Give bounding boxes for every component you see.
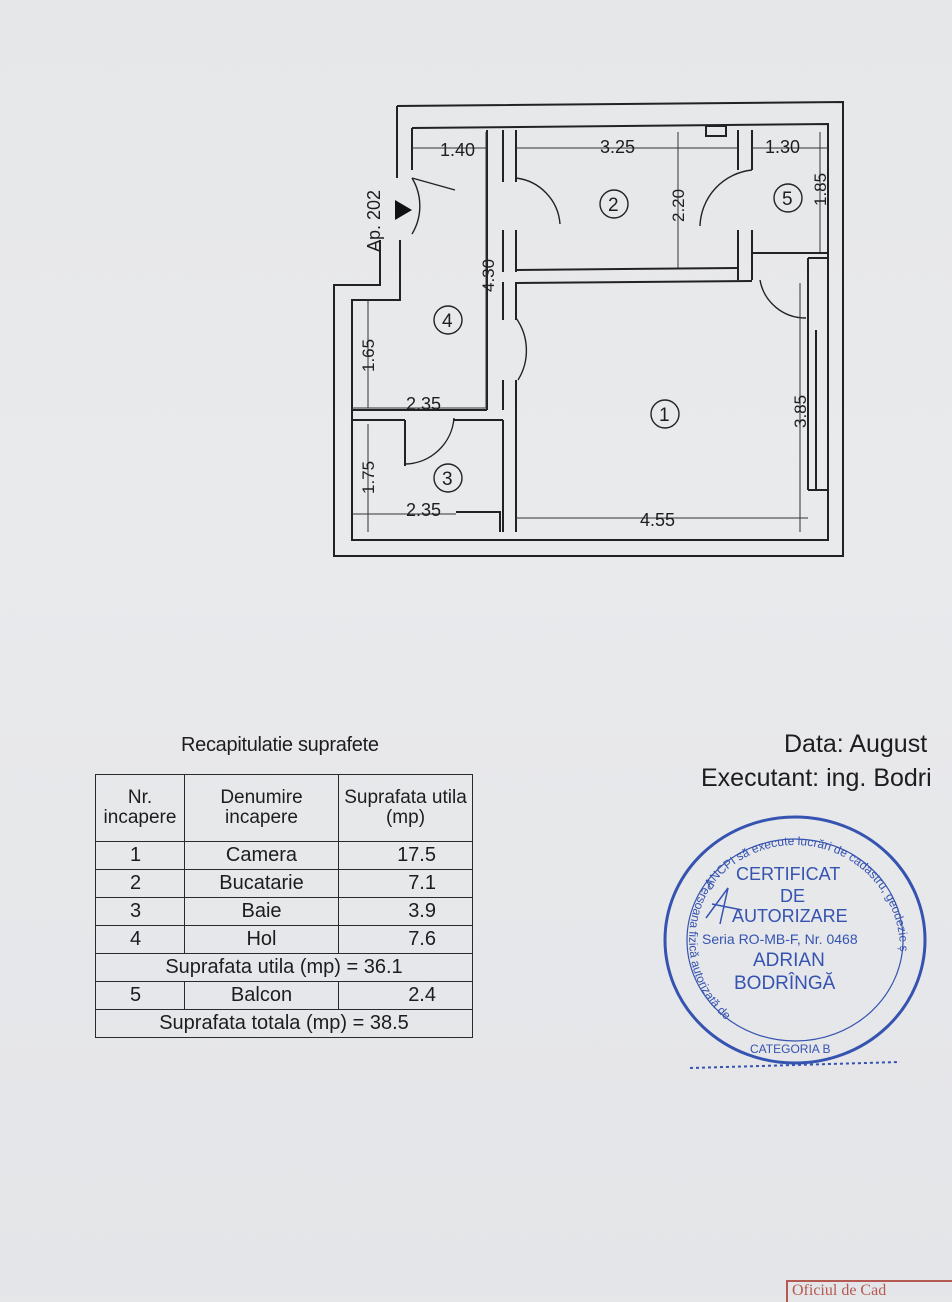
stamp-line3: AUTORIZARE [732, 906, 848, 926]
header-nr: Nr.incapere [95, 774, 185, 842]
dim-balcony-height: 1.85 [811, 173, 830, 206]
row-name: Camera [184, 841, 339, 870]
entrance-door-arc [411, 177, 421, 235]
room-number-4: 4 [442, 311, 453, 332]
dim-hall-left-height: 1.65 [359, 339, 378, 372]
row-area: 17.5 [338, 841, 473, 870]
dim-bath-width: 2.35 [406, 500, 441, 520]
corner-fragment: Oficiul de Cad [786, 1280, 952, 1302]
row-nr: 1 [95, 841, 185, 870]
stamp-line1: CERTIFICAT [736, 864, 840, 884]
stamp-series: Seria RO-MB-F, Nr. 0468 [702, 931, 858, 947]
entrance-arrow-icon [395, 200, 412, 220]
room-door-arc [515, 317, 528, 381]
authorization-stamp: ANCPI să execute lucrări de cadastru, ge… [650, 800, 927, 1069]
stamp-line2: DE [780, 886, 805, 906]
stamp-name1: ADRIAN [753, 950, 825, 971]
executant-line: Executant: ing. Bodri [701, 764, 932, 792]
row-name: Balcon [184, 981, 339, 1010]
row-nr: 5 [95, 981, 185, 1010]
grand-total-row: Suprafata totala (mp) = 38.5 [95, 1009, 473, 1038]
room-number-3: 3 [442, 469, 453, 490]
table-row: 3 Baie 3.9 [95, 897, 473, 926]
dim-room-height: 3.85 [791, 395, 810, 428]
dim-kitchen-height: 2.20 [669, 189, 688, 222]
balcony-room-door-arc [759, 279, 807, 319]
dim-hall-width: 2.35 [406, 394, 441, 414]
row-area: 2.4 [338, 981, 473, 1010]
table-row: 4 Hol 7.6 [95, 925, 473, 954]
room-number-1: 1 [659, 405, 670, 426]
recap-title: Recapitulatie suprafete [181, 734, 379, 756]
outer-wall [333, 100, 844, 557]
dim-room-width: 4.55 [640, 510, 675, 530]
dim-bath-height: 1.75 [359, 461, 378, 494]
room-number-5: 5 [782, 189, 793, 210]
header-area: Suprafata utila(mp) [338, 774, 473, 842]
room-number-2: 2 [608, 195, 619, 216]
row-area: 7.1 [338, 869, 473, 898]
inner-outline [351, 122, 829, 541]
table-row: 5 Balcon 2.4 [95, 981, 473, 1010]
stamp-category: CATEGORIA B [750, 1042, 830, 1056]
bath-door-arc [404, 417, 455, 465]
row-nr: 3 [95, 897, 185, 926]
row-name: Baie [184, 897, 339, 926]
dim-top-right: 1.30 [765, 137, 800, 157]
row-nr: 4 [95, 925, 185, 954]
row-nr: 2 [95, 869, 185, 898]
dim-top-left: 1.40 [440, 140, 475, 160]
useful-total: Suprafata utila (mp) = 36.1 [95, 953, 473, 982]
dim-top-middle: 3.25 [600, 137, 635, 157]
row-name: Bucatarie [184, 869, 339, 898]
date-line: Data: August [784, 730, 928, 758]
kitchen-door-arc [515, 177, 561, 225]
svg-text:Persoana fizică autorizată de: Persoana fizică autorizată de [686, 878, 734, 1022]
apartment-label: Ap. 202 [364, 190, 384, 252]
table-row: 1 Camera 17.5 [95, 841, 473, 870]
grand-total: Suprafata totala (mp) = 38.5 [95, 1009, 473, 1038]
floor-plan: 1.40 3.25 1.30 2.20 1.85 4.30 1.65 2.35 … [333, 100, 844, 557]
row-area: 3.9 [338, 897, 473, 926]
row-area: 7.6 [338, 925, 473, 954]
dim-corridor-height: 4.30 [479, 259, 498, 292]
stamp-name2: BODRÎNGĂ [734, 972, 836, 994]
table-row: 2 Bucatarie 7.1 [95, 869, 473, 898]
row-name: Hol [184, 925, 339, 954]
useful-total-row: Suprafata utila (mp) = 36.1 [95, 953, 473, 982]
balcony-door-arc [699, 169, 753, 227]
